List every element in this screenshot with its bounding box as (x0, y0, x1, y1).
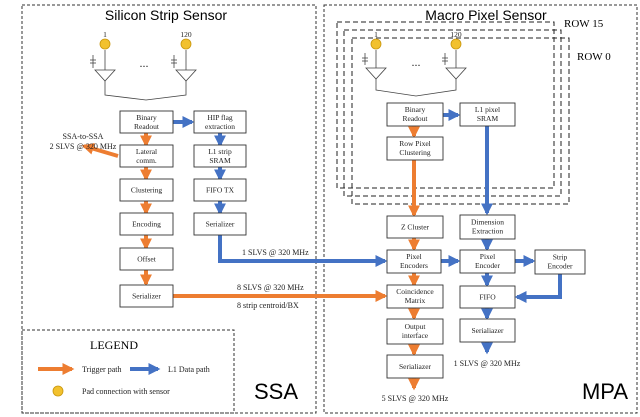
legend-title: LEGEND (90, 338, 138, 352)
svg-text:Pixel: Pixel (406, 252, 421, 261)
svg-text:Output: Output (405, 322, 427, 331)
mpa-serializer-trigger: Serialiazer (386, 354, 444, 379)
legend-trigger-label: Trigger path (82, 365, 121, 374)
svg-text:FIFO: FIFO (479, 293, 496, 302)
ssa-frame (21, 4, 317, 414)
mpa-l1-out-label: 1 SLVS @ 320 MHz (454, 359, 521, 368)
ssa-pad-1 (90, 38, 116, 82)
ssa-lateral-comm: Lateral comm. (119, 144, 174, 168)
mpa-output-interface: Output interface (386, 318, 444, 345)
row15-label: ROW 15 (564, 18, 604, 30)
mpa-z-cluster: Z Cluster (386, 215, 444, 239)
ssa-to-ssa-rate: 2 SLVS @ 320 MHz (50, 142, 117, 151)
svg-text:Clustering: Clustering (131, 186, 162, 195)
svg-text:HIP flag: HIP flag (207, 113, 233, 122)
svg-text:interface: interface (402, 331, 429, 340)
row0-frame (351, 37, 570, 205)
ssa-to-ssa-label: SSA-to-SSA (63, 132, 104, 141)
svg-text:Coincidence: Coincidence (396, 287, 434, 296)
svg-text:Dimension: Dimension (471, 218, 504, 227)
svg-text:Encoder: Encoder (548, 262, 573, 271)
svg-text:Clustering: Clustering (399, 148, 430, 157)
legend-pad-icon (52, 385, 64, 397)
mpa-pad-1-label: 1 (374, 30, 378, 39)
legend-pad-label: Pad connection with sensor (82, 387, 170, 396)
mpa-pixel-encoder: Pixel Encoder (459, 249, 516, 274)
row15-frame (336, 21, 555, 189)
mpa-pad-120-label: 120 (450, 30, 462, 39)
row-mid-frame (343, 29, 562, 197)
svg-text:Encoder: Encoder (475, 261, 500, 270)
svg-text:Serialiazer: Serialiazer (471, 326, 504, 335)
mpa-pad-bus (375, 79, 457, 97)
row0-label: ROW 0 (577, 51, 611, 63)
mpa-arrow-strip-fifo (514, 274, 562, 303)
svg-text:Z Cluster: Z Cluster (401, 223, 430, 232)
mpa-strip-encoder: Strip Encoder (534, 249, 586, 275)
mpa-l1-pixel-sram: L1 pixel SRAM (459, 102, 516, 127)
svg-text:L1 pixel: L1 pixel (475, 105, 500, 114)
svg-text:FIFO TX: FIFO TX (206, 186, 235, 195)
ssa-offset: Offset (119, 247, 174, 271)
svg-text:Pixel: Pixel (480, 252, 495, 261)
svg-text:Lateral: Lateral (136, 147, 157, 156)
mpa-row-pixel-clustering: Row Pixel Clustering (386, 136, 444, 161)
ssa-title: Silicon Strip Sensor (105, 7, 228, 23)
l1-link-label: 1 SLVS @ 320 MHz (242, 248, 309, 257)
svg-text:Serialiazer: Serialiazer (399, 362, 432, 371)
legend-l1-label: L1 Data path (168, 365, 210, 374)
ssa-hip-flag: HIP flag extraction (193, 110, 247, 134)
ssa-pad-120-label: 120 (180, 30, 192, 39)
mpa-pixel-encoders: Pixel Encoders (386, 249, 442, 274)
mpa-fifo: FIFO (459, 285, 516, 309)
svg-text:Encoding: Encoding (132, 220, 161, 229)
svg-text:Encoders: Encoders (400, 261, 428, 270)
ssa-pad-bus (104, 81, 187, 101)
mpa-pad-dots: ... (412, 55, 421, 69)
svg-text:Serializer: Serializer (206, 220, 235, 229)
svg-text:Readout: Readout (134, 122, 160, 131)
mpa-name: MPA (582, 379, 628, 404)
svg-text:Strip: Strip (553, 253, 568, 262)
legend-frame (21, 329, 235, 414)
ssa-serializer-trigger: Serializer (119, 284, 174, 308)
ssa-binary-readout: Binary Readout (119, 110, 174, 134)
ssa-pad-120 (171, 38, 197, 82)
svg-text:Matrix: Matrix (405, 296, 426, 305)
ssa-fifo-tx: FIFO TX (193, 178, 247, 202)
ssa-pad-1-label: 1 (103, 30, 107, 39)
svg-text:L1 strip: L1 strip (208, 147, 232, 156)
mpa-frame (323, 4, 638, 414)
svg-text:SRAM: SRAM (209, 156, 231, 165)
mpa-pad-120 (442, 38, 467, 80)
ssa-encoding: Encoding (119, 212, 174, 236)
svg-text:Offset: Offset (137, 255, 157, 264)
svg-text:Binary: Binary (405, 105, 426, 114)
svg-text:Extraction: Extraction (472, 227, 503, 236)
ssa-to-ssa-arrow (81, 142, 119, 158)
mpa-trig-out-label: 5 SLVS @ 320 MHz (382, 394, 449, 403)
ssa-pad-dots: ... (140, 56, 149, 70)
ssa-clustering: Clustering (119, 178, 174, 202)
mpa-title: Macro Pixel Sensor (425, 7, 547, 23)
mpa-pad-1 (362, 38, 387, 80)
trig-link-label: 8 SLVS @ 320 MHz (237, 283, 304, 292)
mpa-serializer-l1: Serialiazer (459, 318, 516, 343)
svg-text:Readout: Readout (403, 114, 429, 123)
svg-text:comm.: comm. (136, 156, 157, 165)
mpa-coincidence-matrix: Coincidence Matrix (386, 284, 444, 309)
ssa-name: SSA (254, 379, 298, 404)
mpa-binary-readout: Binary Readout (386, 102, 444, 127)
svg-text:Serializer: Serializer (132, 292, 161, 301)
svg-text:extraction: extraction (205, 122, 235, 131)
svg-text:Binary: Binary (136, 113, 157, 122)
mpa-dimension-extraction: Dimension Extraction (459, 214, 516, 240)
ssa-serializer-l1: Serializer (193, 212, 247, 236)
ssa-l1-strip-sram: L1 strip SRAM (193, 144, 247, 168)
svg-text:Row Pixel: Row Pixel (399, 139, 430, 148)
svg-text:SRAM: SRAM (477, 114, 499, 123)
ssa-l1-link (218, 235, 388, 267)
trig-link-sub: 8 strip centroid/BX (237, 301, 299, 310)
